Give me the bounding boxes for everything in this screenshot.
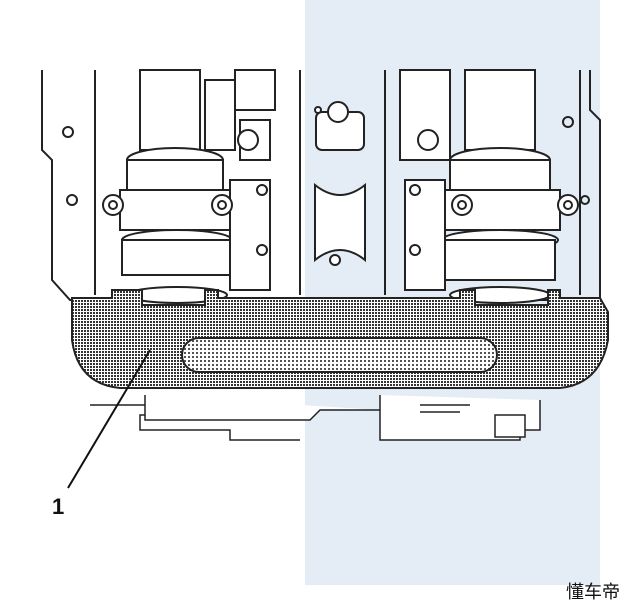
left-bolts: [102, 129, 268, 256]
cylinder-head: [41, 70, 601, 301]
right-camshaft: [399, 69, 561, 304]
right-bolts: [409, 129, 579, 256]
watermark-text: 懂车帝: [566, 582, 620, 603]
timing-tool: [71, 289, 609, 389]
tool-slot: [181, 337, 498, 373]
left-camshaft: [119, 69, 276, 304]
center-section: [314, 101, 366, 266]
callout-label-1: 1: [52, 494, 65, 519]
lower-block: [90, 395, 541, 441]
callout-leader-line: [67, 349, 151, 489]
